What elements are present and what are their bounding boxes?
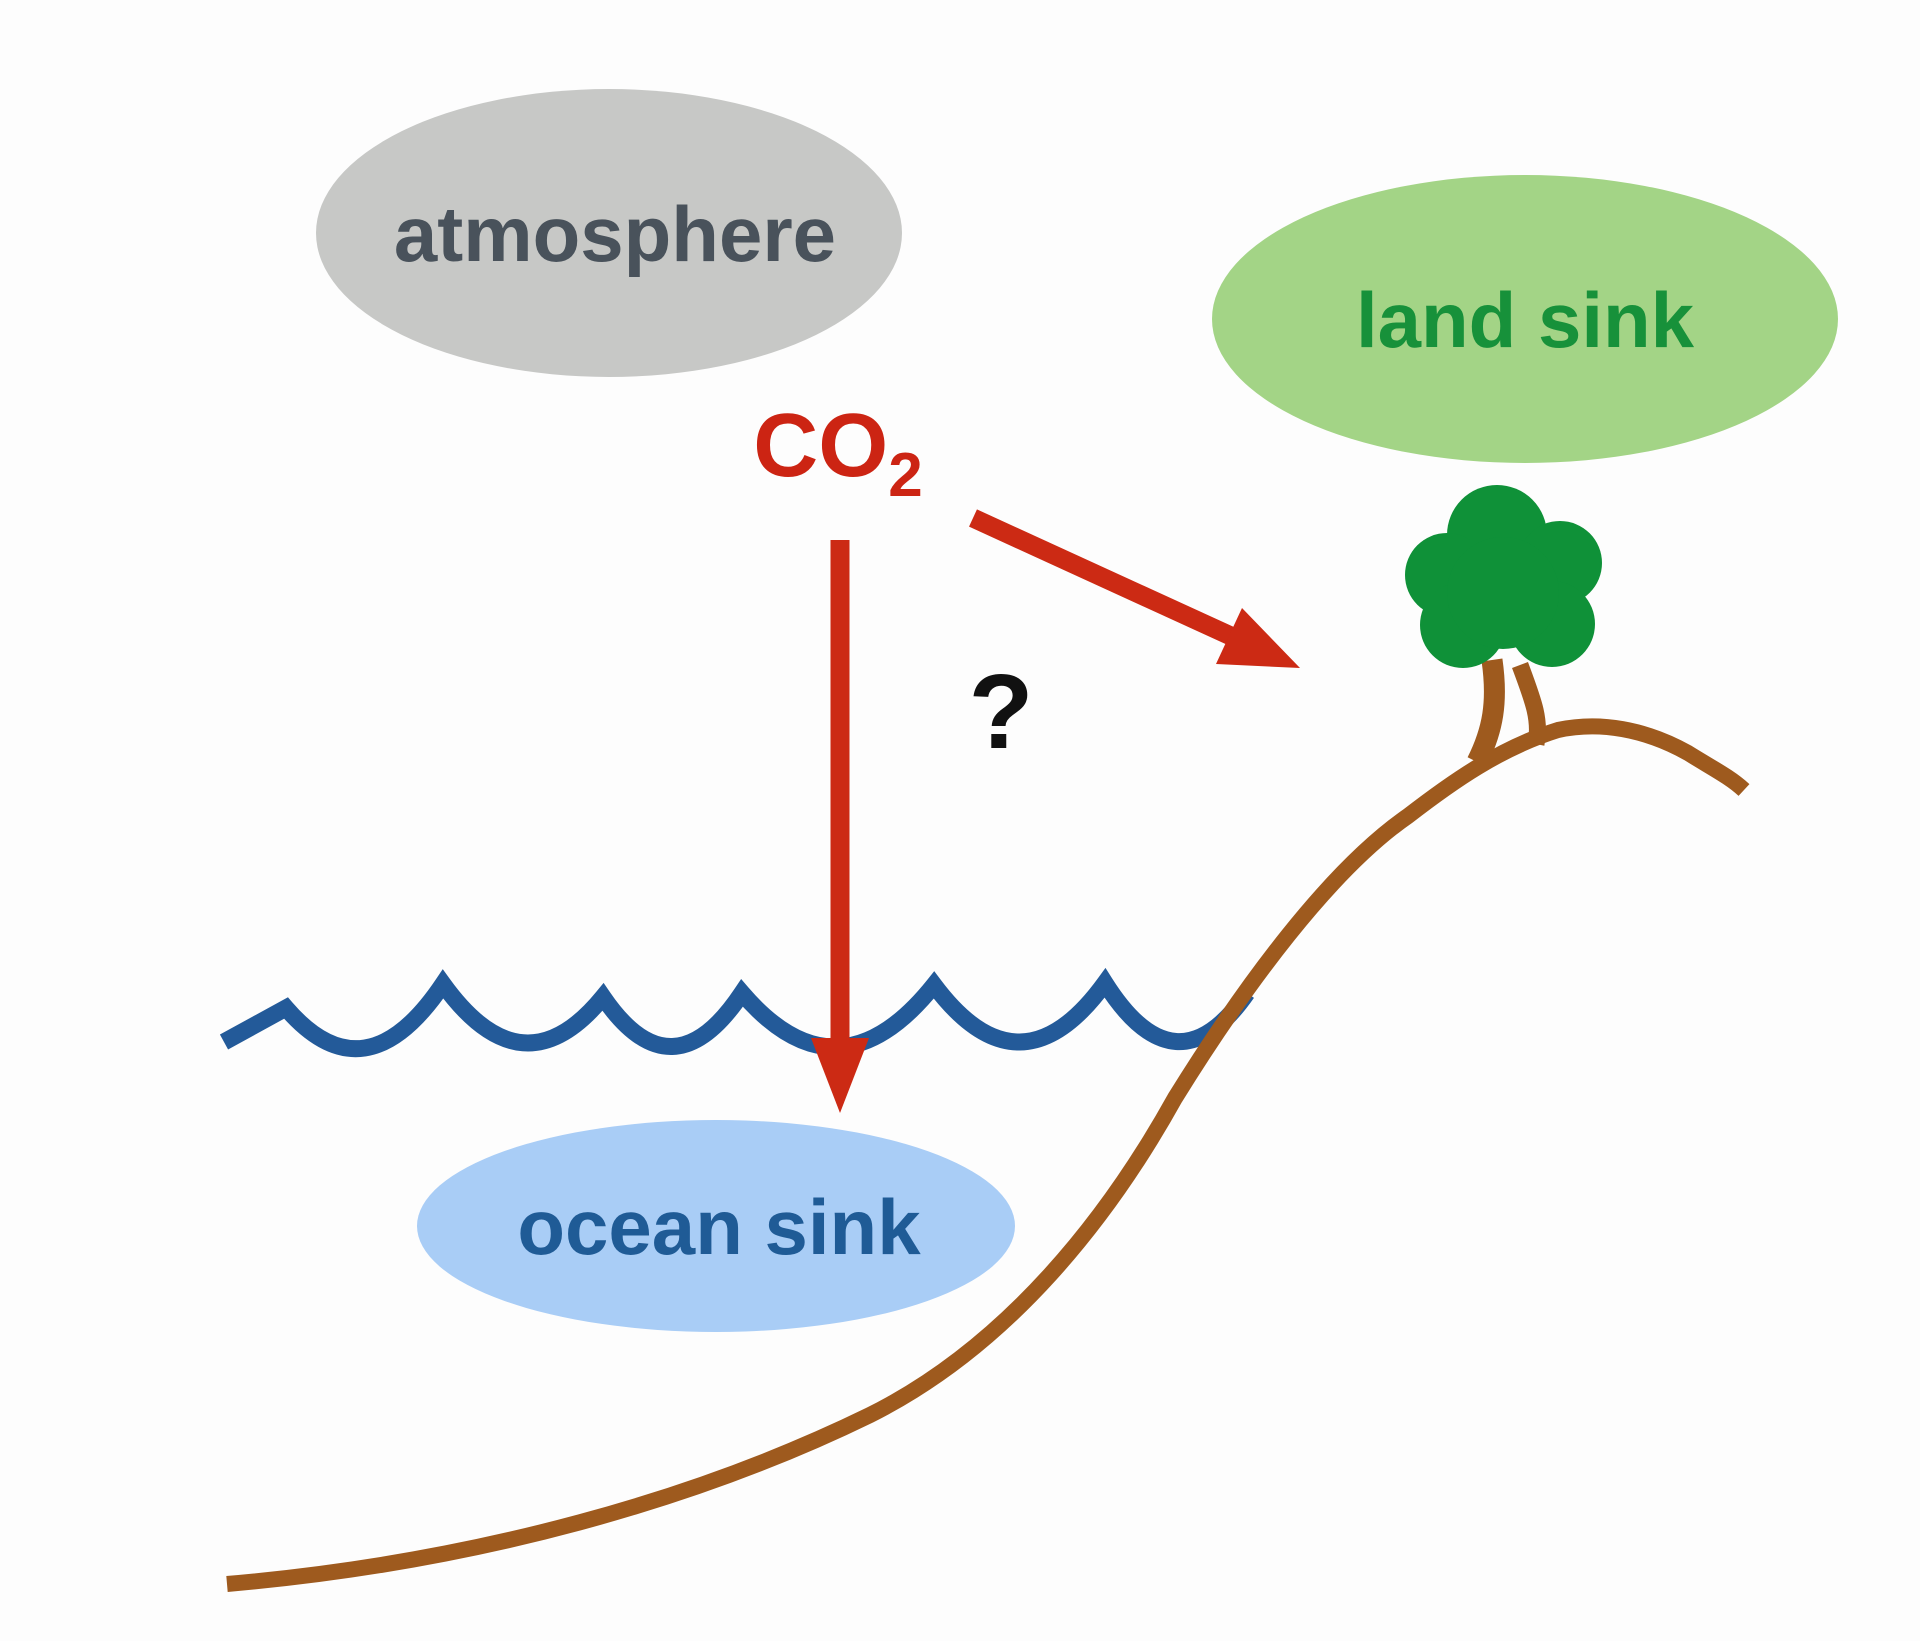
tree-icon: [1405, 485, 1602, 767]
ocean-surface-wave-icon: [219, 967, 1254, 1058]
co2-to-land-arrowhead-icon: [1216, 608, 1300, 668]
tree-canopy: [1405, 485, 1602, 668]
ocean-sink-node: ocean sink: [417, 1120, 1015, 1332]
atmosphere-node: atmosphere: [316, 89, 902, 377]
land-sink-label: land sink: [1356, 276, 1695, 364]
atmosphere-ellipse: [316, 89, 902, 377]
land-sink-ellipse: [1212, 175, 1838, 463]
co2-label-base: CO: [753, 396, 888, 496]
tree-trunk-left-branch: [1467, 658, 1505, 767]
tree-canopy-circle: [1447, 537, 1559, 649]
co2-label: CO2: [753, 396, 922, 510]
co2-to-ocean-arrow: [811, 540, 869, 1113]
co2-to-ocean-arrowhead-icon: [811, 1038, 869, 1113]
co2-to-land-arrow: [969, 509, 1300, 668]
co2-label-subscript: 2: [888, 441, 922, 510]
question-mark-label: ?: [969, 653, 1034, 771]
ocean-sink-label: ocean sink: [517, 1183, 921, 1271]
co2-to-land-arrow-shaft: [969, 509, 1237, 646]
land-sink-node: land sink: [1212, 175, 1838, 463]
land-surface-curve-icon: [226, 718, 1750, 1592]
atmosphere-label: atmosphere: [394, 190, 836, 278]
ocean-sink-ellipse: [417, 1120, 1015, 1332]
tree-trunk-right-branch: [1512, 662, 1546, 746]
